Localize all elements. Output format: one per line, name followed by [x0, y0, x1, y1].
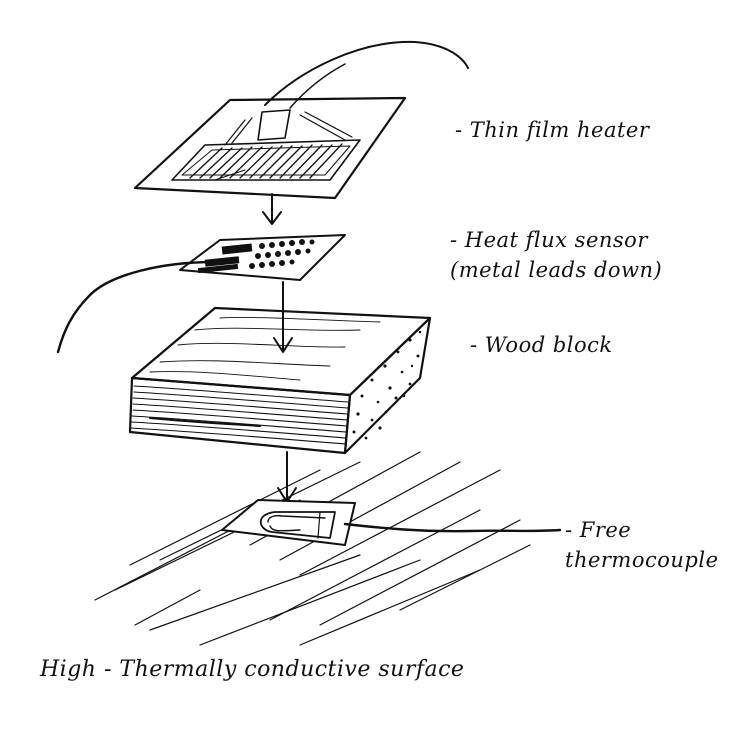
label-heat-flux-sensor-line1: - Heat flux sensor [450, 228, 648, 252]
label-conductive-surface: High - Thermally conductive surface [40, 655, 464, 685]
label-thin-film-heater: - Thin film heater [455, 115, 649, 145]
arrow-sensor-to-wood [273, 281, 293, 353]
wood-block [128, 306, 432, 455]
label-heat-flux-sensor: - Heat flux sensor (metal leads down) [450, 225, 662, 285]
sensor-thermopile-pattern [197, 239, 315, 274]
thermocouple-lead-wire [343, 522, 562, 533]
label-conductive-surface-text: High - Thermally conductive surface [40, 657, 465, 682]
label-wood-block-text: - Wood block [470, 333, 613, 357]
heater-lead-wire [264, 40, 469, 106]
arrow-heater-to-sensor [262, 193, 282, 225]
conductive-surface-hatching [94, 451, 531, 646]
label-thin-film-heater-text: - Thin film heater [455, 118, 650, 142]
label-free-thermocouple: - Free thermocouple [565, 515, 719, 575]
sensor-sheet [179, 234, 346, 281]
heater-serpentine-trace [189, 143, 343, 179]
wood-grain-top [149, 317, 381, 381]
heat-flux-sensor [56, 234, 346, 354]
label-wood-block: - Wood block [470, 330, 613, 360]
thin-film-heater [133, 40, 469, 200]
wood-side-stipple [352, 330, 422, 440]
heater-sheet [133, 96, 407, 200]
label-free-thermocouple-line1: - Free [565, 518, 632, 542]
free-thermocouple [221, 499, 562, 546]
thermocouple-tape [221, 499, 356, 546]
wood-grain-front [130, 385, 349, 445]
wood-block-side-face [343, 316, 432, 455]
label-heat-flux-sensor-line2: (metal leads down) [450, 258, 663, 282]
sensor-lead-wire [56, 260, 217, 354]
label-free-thermocouple-line2: thermocouple [565, 548, 719, 572]
